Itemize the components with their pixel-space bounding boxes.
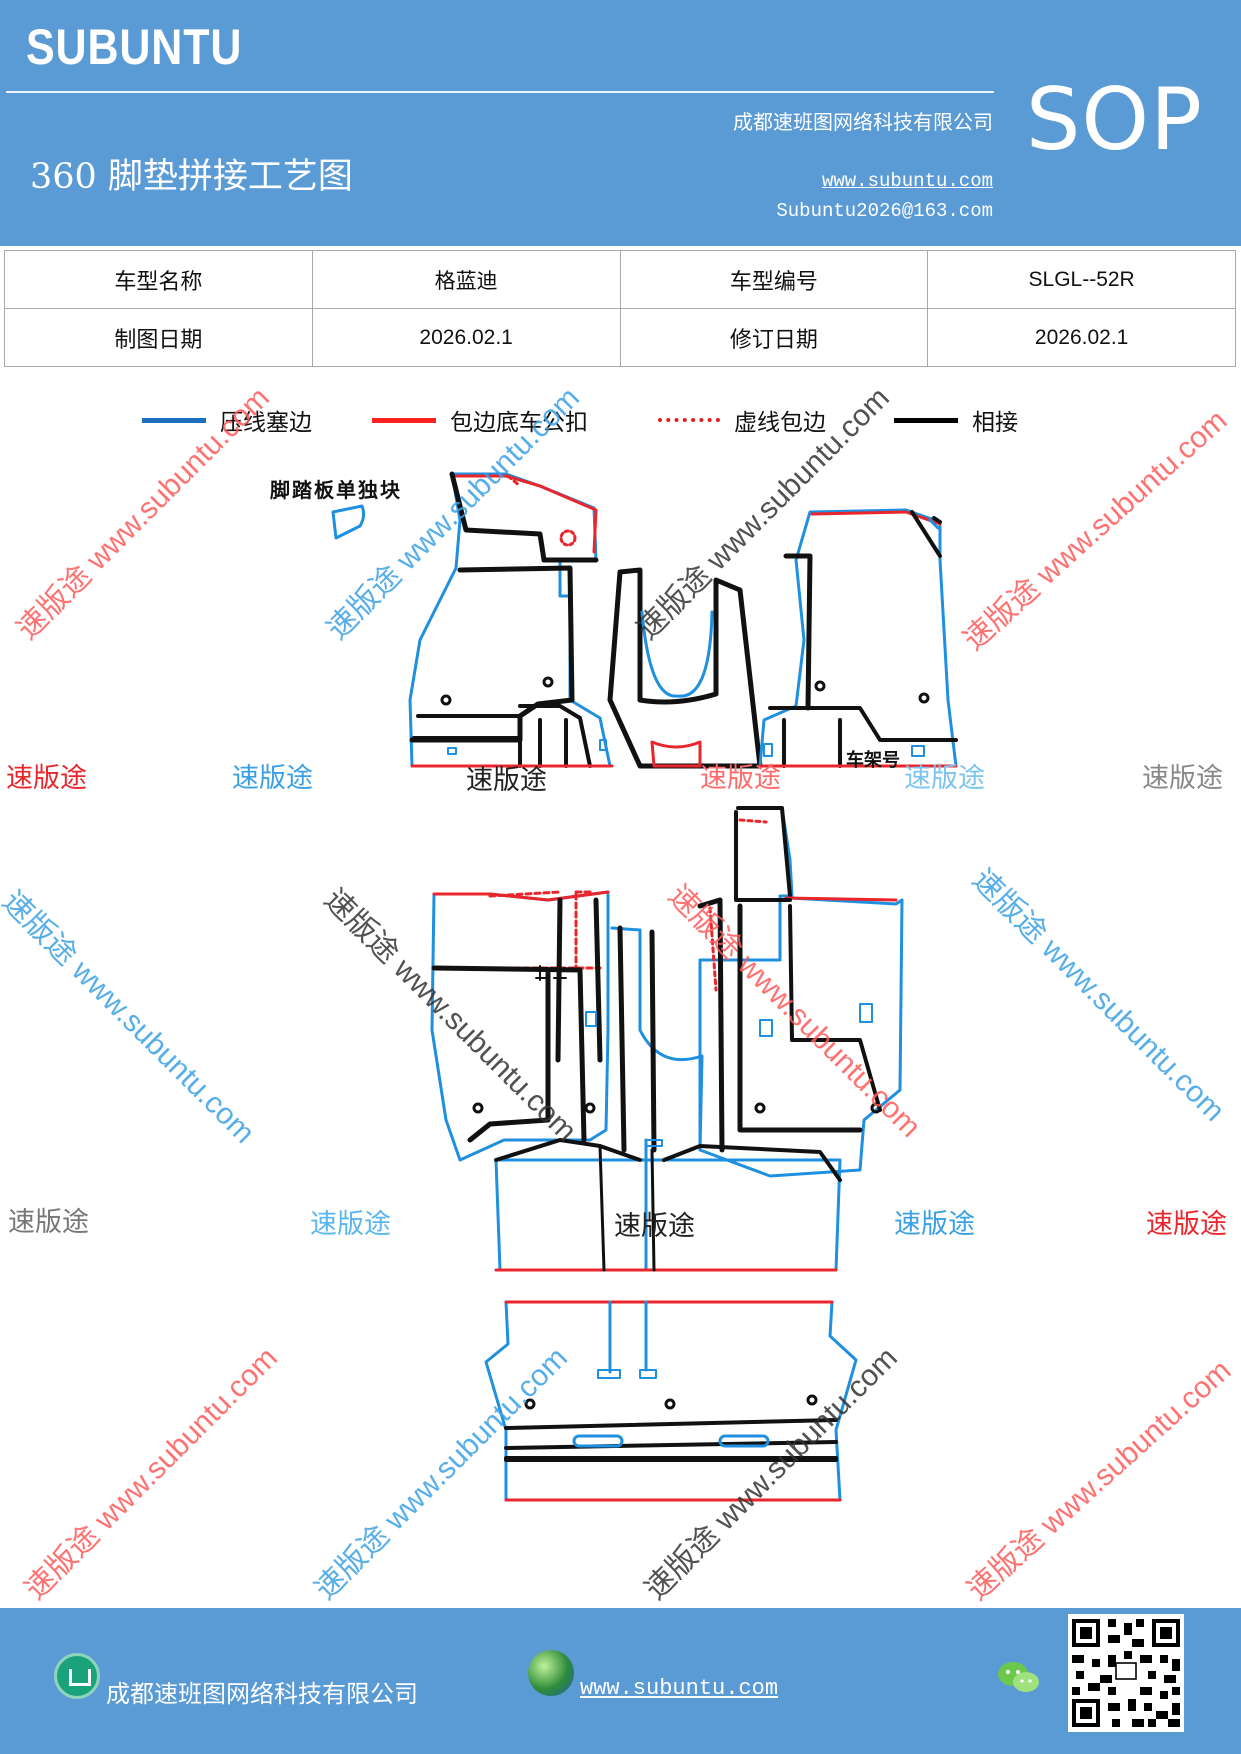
legend-label: 包边底车公扣: [450, 410, 588, 436]
legend-item-dotted-edge: 虚线包边: [658, 402, 826, 438]
watermark-word: 速版途: [232, 763, 313, 794]
legend-item-press-line: 压线塞边: [142, 402, 312, 438]
second-right-mat: [697, 806, 904, 1178]
draw-date-label: 制图日期: [4, 308, 313, 367]
document-title: 360 脚垫拼接工艺图: [30, 157, 353, 197]
revise-date-label: 修订日期: [619, 308, 929, 367]
watermark-word: 速版途: [1146, 1209, 1227, 1240]
watermark-word: 速版途: [700, 763, 781, 794]
second-lower-mat: [494, 1138, 842, 1272]
brand-logo: SUBUNTU: [26, 19, 243, 75]
table-row: 车型名称 格蓝迪 车型编号 SLGL--52R: [4, 250, 1236, 309]
draw-date-value: 2026.02.1: [311, 308, 621, 367]
front-left-mat: [408, 471, 614, 768]
globe-icon: [528, 1650, 574, 1696]
header-company-name: 成都速班图网络科技有限公司: [733, 110, 993, 134]
footer-website-link[interactable]: www.subuntu.com: [580, 1676, 779, 1701]
front-right-mat: [758, 508, 958, 768]
legend-swatch-red: [372, 417, 436, 423]
header-banner: SUBUNTU 成都速班图网络科技有限公司 360 脚垫拼接工艺图 www.su…: [0, 0, 1241, 246]
watermark-word: 速版途: [6, 763, 87, 794]
sop-badge: SOP: [1025, 70, 1203, 170]
watermark-word: 速版途: [614, 1211, 695, 1242]
second-left-mat: [430, 890, 610, 1162]
footer-company-name: 成都速班图网络科技有限公司: [106, 1680, 418, 1708]
home-icon: [54, 1653, 100, 1699]
front-tunnel-mat: [607, 567, 763, 769]
header-website-link[interactable]: www.subuntu.com: [821, 170, 993, 192]
legend-item-join: 相接: [894, 402, 1018, 438]
legend-label: 虚线包边: [734, 410, 826, 436]
watermark-word: 速版途: [904, 763, 985, 794]
model-code-value: SLGL--52R: [927, 250, 1236, 309]
watermark-word: 速版途: [894, 1209, 975, 1240]
watermark-word: 速版途: [310, 1209, 391, 1240]
vehicle-info-table: 车型名称 格蓝迪 车型编号 SLGL--52R 制图日期 2026.02.1 修…: [4, 250, 1236, 367]
qr-code-icon[interactable]: [1068, 1614, 1184, 1732]
second-tunnel-mat: [610, 925, 704, 1272]
wechat-icon[interactable]: [996, 1658, 1042, 1698]
legend-swatch-blue: [142, 417, 206, 423]
legend-swatch-black: [894, 417, 958, 423]
header-email[interactable]: Subuntu2026@163.com: [776, 200, 993, 222]
legend-item-edge-buckle: 包边底车公扣: [372, 402, 588, 438]
trunk-mat: [484, 1300, 858, 1502]
header-divider: [6, 91, 994, 93]
mat-splice-diagram: [331, 471, 958, 1502]
legend-label: 相接: [972, 410, 1018, 436]
model-name-value: 格蓝迪: [311, 250, 621, 309]
legend-label: 压线塞边: [220, 410, 312, 436]
revise-date-value: 2026.02.1: [927, 308, 1236, 367]
watermark-word: 速版途: [1142, 763, 1223, 794]
model-name-label: 车型名称: [4, 250, 313, 309]
table-row: 制图日期 2026.02.1 修订日期 2026.02.1: [4, 308, 1236, 367]
model-code-label: 车型编号: [619, 250, 929, 309]
footer-banner: 成都速班图网络科技有限公司 www.subuntu.com: [0, 1608, 1241, 1754]
pedal-piece: [331, 504, 366, 540]
watermark-word: 速版途: [8, 1207, 89, 1238]
legend-swatch-dotted: [658, 418, 720, 422]
watermark-word: 速版途: [466, 765, 547, 796]
pedal-piece-label: 脚踏板单独块: [270, 478, 402, 502]
chassis-number-label: 车架号: [846, 750, 900, 771]
